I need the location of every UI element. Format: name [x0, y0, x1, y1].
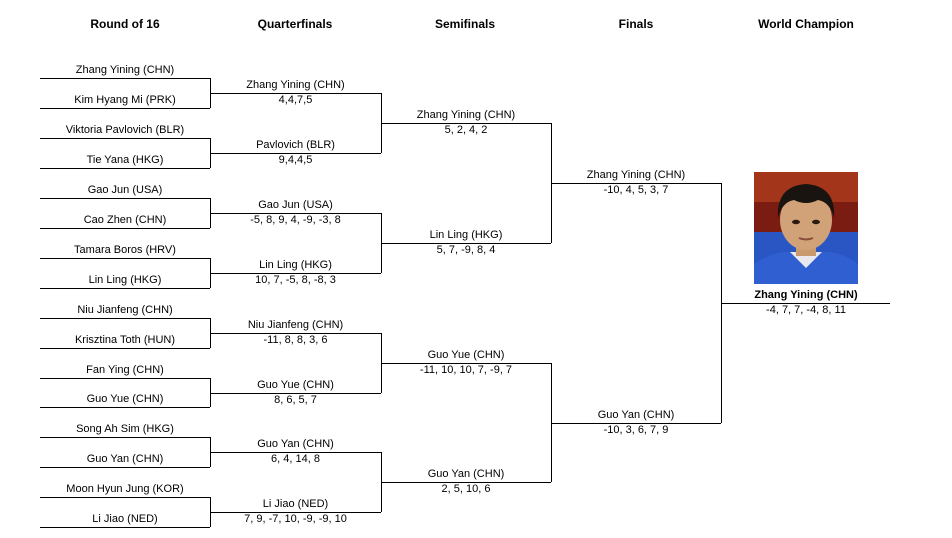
final-match-score: -10, 4, 5, 3, 7	[603, 184, 669, 196]
r16-player-name: Viktoria Pavlovich (BLR)	[65, 124, 185, 136]
r16-slot-line	[40, 228, 210, 229]
qf-match-score: -5, 8, 9, 4, -9, -3, 8	[250, 214, 341, 226]
sf-slot-line	[381, 482, 551, 483]
qf-match-score: 9,4,4,5	[278, 154, 313, 166]
r16-slot-line	[40, 467, 210, 468]
qf-match-score: 7, 9, -7, 10, -9, -9, 10	[244, 513, 347, 525]
qf-player-name: Guo Yan (CHN)	[257, 438, 334, 450]
qf-player-name: Guo Yue (CHN)	[257, 379, 334, 391]
final-slot-line	[551, 423, 721, 424]
sf-slot-line	[381, 243, 551, 244]
qf-slot-line	[210, 93, 381, 94]
r16-player-name: Krisztina Toth (HUN)	[74, 334, 176, 346]
r16-slot-line	[40, 527, 210, 528]
champion-portrait-image	[754, 172, 858, 284]
final-player-name: Zhang Yining (CHN)	[586, 169, 686, 181]
r16-player-name: Niu Jianfeng (CHN)	[77, 304, 173, 316]
header-world-champion: World Champion	[758, 17, 854, 31]
sf-match-score: 5, 7, -9, 8, 4	[436, 244, 496, 256]
r16-player-name: Guo Yue (CHN)	[86, 393, 164, 405]
r16-connector	[210, 378, 211, 407]
r16-player-name: Li Jiao (NED)	[92, 513, 158, 525]
sf-player-name: Lin Ling (HKG)	[429, 229, 503, 241]
r16-slot-line	[40, 288, 210, 289]
r16-player-name: Song Ah Sim (HKG)	[76, 423, 174, 435]
r16-player-name: Tie Yana (HKG)	[86, 154, 164, 166]
qf-match-score: 10, 7, -5, 8, -8, 3	[255, 274, 336, 286]
r16-player-name: Cao Zhen (CHN)	[83, 214, 167, 226]
qf-slot-line	[210, 333, 381, 334]
header-quarterfinals: Quarterfinals	[257, 17, 333, 31]
sf-player-name: Guo Yan (CHN)	[427, 468, 505, 480]
r16-player-name: Moon Hyun Jung (KOR)	[66, 483, 184, 495]
r16-slot-line	[40, 497, 210, 498]
r16-slot-line	[40, 78, 210, 79]
r16-slot-line	[40, 318, 210, 319]
qf-slot-line	[210, 273, 381, 274]
r16-slot-line	[40, 407, 210, 408]
r16-slot-line	[40, 108, 210, 109]
sf-player-name: Guo Yue (CHN)	[427, 349, 505, 361]
r16-player-name: Kim Hyang Mi (PRK)	[74, 94, 176, 106]
final-slot-line	[551, 183, 721, 184]
r16-player-name: Fan Ying (CHN)	[86, 364, 164, 376]
qf-slot-line	[210, 393, 381, 394]
champion-line	[721, 303, 890, 304]
r16-slot-line	[40, 378, 210, 379]
final-player-name: Guo Yan (CHN)	[597, 409, 675, 421]
header-semifinals: Semifinals	[434, 17, 496, 31]
champion-photo	[754, 172, 858, 284]
qf-match-score: 6, 4, 14, 8	[271, 453, 320, 465]
r16-slot-line	[40, 168, 210, 169]
r16-slot-line	[40, 348, 210, 349]
header-round-of-16: Round of 16	[90, 17, 160, 31]
r16-player-name: Lin Ling (HKG)	[88, 274, 162, 286]
champion-name: Zhang Yining (CHN)	[754, 289, 858, 301]
sf-connector	[551, 363, 552, 482]
qf-player-name: Lin Ling (HKG)	[259, 259, 332, 271]
r16-slot-line	[40, 437, 210, 438]
qf-player-name: Li Jiao (NED)	[262, 498, 329, 510]
r16-player-name: Guo Yan (CHN)	[86, 453, 164, 465]
sf-match-score: 2, 5, 10, 6	[441, 483, 491, 495]
qf-match-score: 8, 6, 5, 7	[274, 394, 317, 406]
sf-player-name: Zhang Yining (CHN)	[416, 109, 516, 121]
r16-player-name: Tamara Boros (HRV)	[74, 244, 176, 256]
sf-match-score: -11, 10, 10, 7, -9, 7	[419, 364, 513, 376]
qf-match-score: -11, 8, 8, 3, 6	[263, 334, 328, 346]
sf-match-score: 5, 2, 4, 2	[444, 124, 488, 136]
r16-player-name: Zhang Yining (CHN)	[75, 64, 175, 76]
r16-player-name: Gao Jun (USA)	[87, 184, 163, 196]
champion-final-score: -4, 7, 7, -4, 8, 11	[766, 304, 846, 316]
sf-slot-line	[381, 123, 551, 124]
header-finals: Finals	[618, 17, 654, 31]
final-match-score: -10, 3, 6, 7, 9	[603, 424, 669, 436]
qf-slot-line	[210, 213, 381, 214]
qf-player-name: Gao Jun (USA)	[258, 199, 333, 211]
r16-slot-line	[40, 138, 210, 139]
qf-player-name: Niu Jianfeng (CHN)	[247, 319, 344, 331]
r16-slot-line	[40, 258, 210, 259]
qf-match-score: 4,4,7,5	[278, 94, 313, 106]
qf-slot-line	[210, 512, 381, 513]
qf-player-name: Zhang Yining (CHN)	[246, 79, 345, 91]
qf-slot-line	[210, 452, 381, 453]
sf-slot-line	[381, 363, 551, 364]
qf-player-name: Pavlovich (BLR)	[256, 139, 335, 151]
r16-slot-line	[40, 198, 210, 199]
qf-slot-line	[210, 153, 381, 154]
